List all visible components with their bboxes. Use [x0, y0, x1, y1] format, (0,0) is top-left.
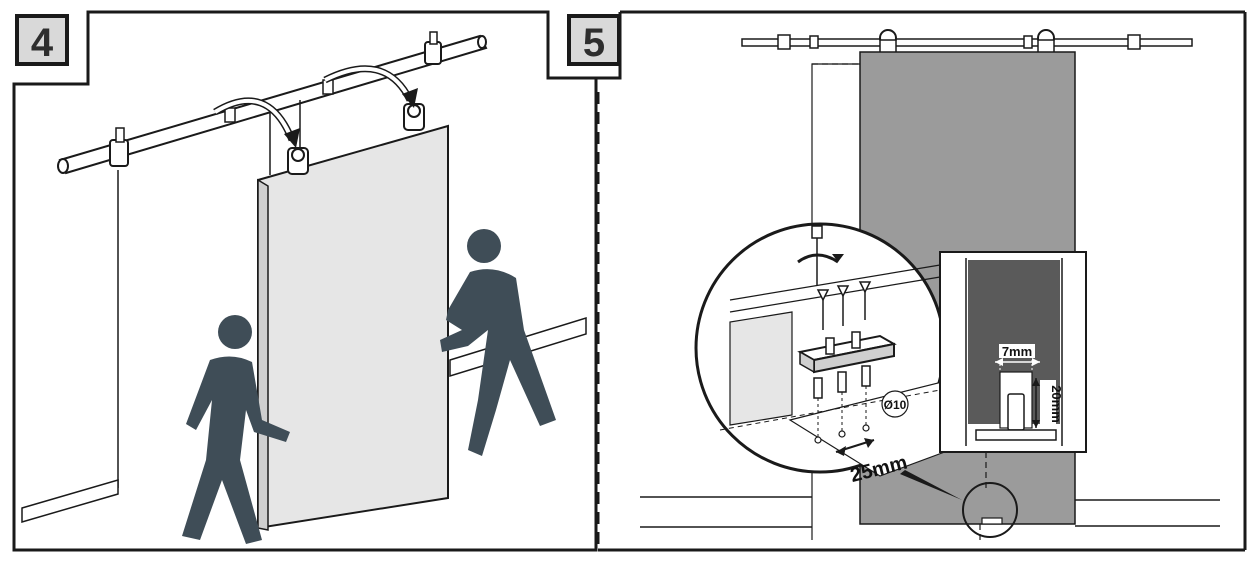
- door-panel-4: [257, 124, 449, 531]
- sliding-rail-front: [741, 29, 1193, 55]
- screw-icon: [816, 281, 872, 330]
- drill-bit: [811, 225, 823, 285]
- drill-diameter-label: Ø10: [884, 398, 907, 412]
- roller-icon: [287, 103, 425, 175]
- person-icon: [440, 229, 556, 456]
- person-icon: [182, 315, 290, 544]
- lift-arrows: [213, 65, 418, 148]
- drilling-detail: Ø10 25mm: [694, 222, 951, 487]
- step-4-number-box: [15, 14, 69, 66]
- rotation-arrow-icon: [797, 253, 839, 264]
- panel-step-4: 4: [12, 10, 598, 552]
- step-5-number-box: [567, 14, 621, 66]
- step-4-number: 4: [31, 21, 54, 65]
- gap-width-label: 7mm: [1002, 344, 1032, 359]
- panel-step-5: 5: [546, 10, 1247, 552]
- floor-guide-callout: [962, 482, 1018, 538]
- guide-height-label: 20mm: [1049, 385, 1064, 423]
- step-5-number: 5: [583, 21, 605, 65]
- guide-gap-detail: 7mm 20mm: [939, 251, 1087, 488]
